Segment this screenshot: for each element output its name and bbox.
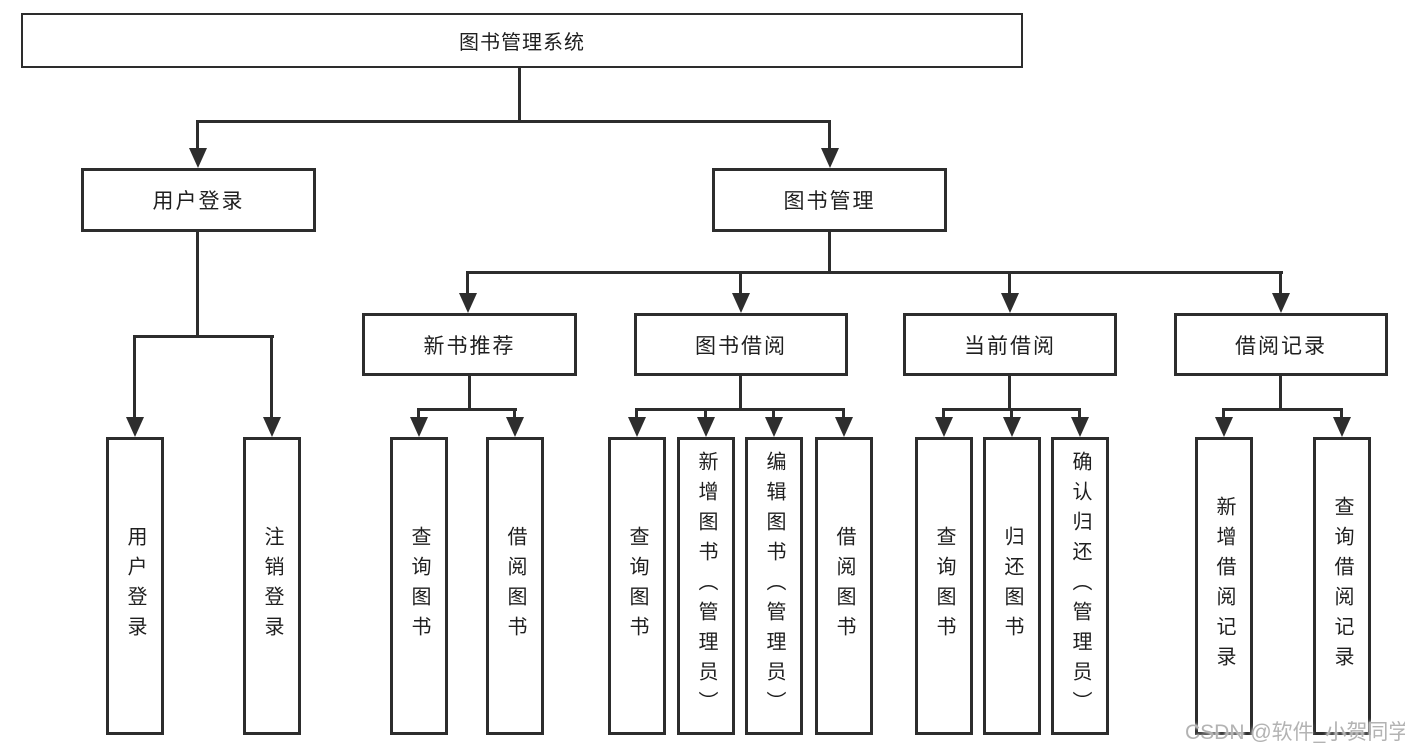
connector-new-book-stub	[468, 376, 471, 410]
arrowhead-leaf-query-record	[1333, 417, 1351, 437]
node-book-borrow: 图书借阅	[634, 313, 848, 376]
leaf-query-books-current: 查询图书	[915, 437, 973, 735]
connector-level3-hline	[467, 271, 1283, 274]
leaf-query-borrow-record: 查询借阅记录	[1313, 437, 1371, 735]
leaf-add-book-admin: 新增图书（管理员）	[677, 437, 735, 735]
connector-leaf-add-record-shaft	[1222, 408, 1225, 420]
connector-new-book-shaft	[466, 271, 469, 296]
arrowhead-book-mgmt	[821, 148, 839, 168]
leaf-query-books-borrow: 查询图书	[608, 437, 666, 735]
connector-user-login-stub	[196, 232, 199, 335]
node-book-management: 图书管理	[712, 168, 947, 232]
arrowhead-leaf-user-login	[126, 417, 144, 437]
arrowhead-book-borrow	[732, 293, 750, 313]
connector-leaf-query1-shaft	[417, 408, 420, 420]
arrowhead-leaf-query1	[410, 417, 428, 437]
node-borrow-records: 借阅记录	[1174, 313, 1388, 376]
leaf-logout: 注销登录	[243, 437, 301, 735]
leaf-edit-book-admin: 编辑图书（管理员）	[745, 437, 803, 735]
connector-current-borrow-stub	[1008, 376, 1011, 410]
connector-borrow-records-stub	[1279, 376, 1282, 410]
arrowhead-new-book	[459, 293, 477, 313]
arrowhead-leaf-logout	[263, 417, 281, 437]
leaf-confirm-return-admin: 确认归还（管理员）	[1051, 437, 1109, 735]
connector-level1-hline	[197, 120, 831, 123]
node-root: 图书管理系统	[21, 13, 1023, 68]
arrowhead-borrow-records	[1272, 293, 1290, 313]
node-current-borrow: 当前借阅	[903, 313, 1117, 376]
arrowhead-leaf-query3	[935, 417, 953, 437]
connector-leaf-user-login-shaft	[133, 335, 136, 420]
connector-book-borrow-stub	[739, 376, 742, 410]
leaf-query-books-recommend: 查询图书	[390, 437, 448, 735]
arrowhead-leaf-add-book	[697, 417, 715, 437]
connector-leaf-logout-shaft	[270, 335, 273, 420]
connector-leaf-confirm-return-shaft	[1078, 408, 1081, 420]
leaf-return-book: 归还图书	[983, 437, 1041, 735]
connector-leaf-edit-book-shaft	[772, 408, 775, 420]
connector-leaf-add-book-shaft	[704, 408, 707, 420]
connector-new-book-hline	[419, 408, 517, 411]
connector-book-borrow-shaft	[739, 271, 742, 296]
connector-leaf-query3-shaft	[942, 408, 945, 420]
connector-current-borrow-shaft	[1008, 271, 1011, 296]
arrowhead-leaf-return	[1003, 417, 1021, 437]
arrowhead-leaf-query2	[628, 417, 646, 437]
connector-user-login-hline	[134, 335, 274, 338]
connector-user-login-shaft	[196, 120, 199, 150]
connector-leaf-borrow2-shaft	[842, 408, 845, 420]
arrowhead-leaf-edit-book	[765, 417, 783, 437]
connector-book-borrow-hline	[637, 408, 845, 411]
arrowhead-leaf-add-record	[1215, 417, 1233, 437]
node-new-book-recommend: 新书推荐	[362, 313, 577, 376]
connector-leaf-borrow1-shaft	[513, 408, 516, 420]
arrowhead-leaf-borrow1	[506, 417, 524, 437]
connector-borrow-records-hline	[1224, 408, 1343, 411]
connector-leaf-query-record-shaft	[1340, 408, 1343, 420]
arrowhead-leaf-borrow2	[835, 417, 853, 437]
connector-borrow-records-shaft	[1279, 271, 1282, 296]
node-user-login: 用户登录	[81, 168, 316, 232]
leaf-borrow-books-recommend: 借阅图书	[486, 437, 544, 735]
connector-book-mgmt-shaft	[828, 120, 831, 150]
connector-leaf-query2-shaft	[635, 408, 638, 420]
csdn-watermark: CSDN @软件_小贺同学	[1185, 721, 1405, 744]
connector-root-stub	[518, 68, 521, 121]
leaf-user-login: 用户登录	[106, 437, 164, 735]
arrowhead-leaf-confirm-return	[1071, 417, 1089, 437]
leaf-borrow-books: 借阅图书	[815, 437, 873, 735]
connector-book-mgmt-stub	[828, 232, 831, 273]
arrowhead-current-borrow	[1001, 293, 1019, 313]
leaf-add-borrow-record: 新增借阅记录	[1195, 437, 1253, 735]
connector-leaf-return-shaft	[1010, 408, 1013, 420]
arrowhead-user-login	[189, 148, 207, 168]
